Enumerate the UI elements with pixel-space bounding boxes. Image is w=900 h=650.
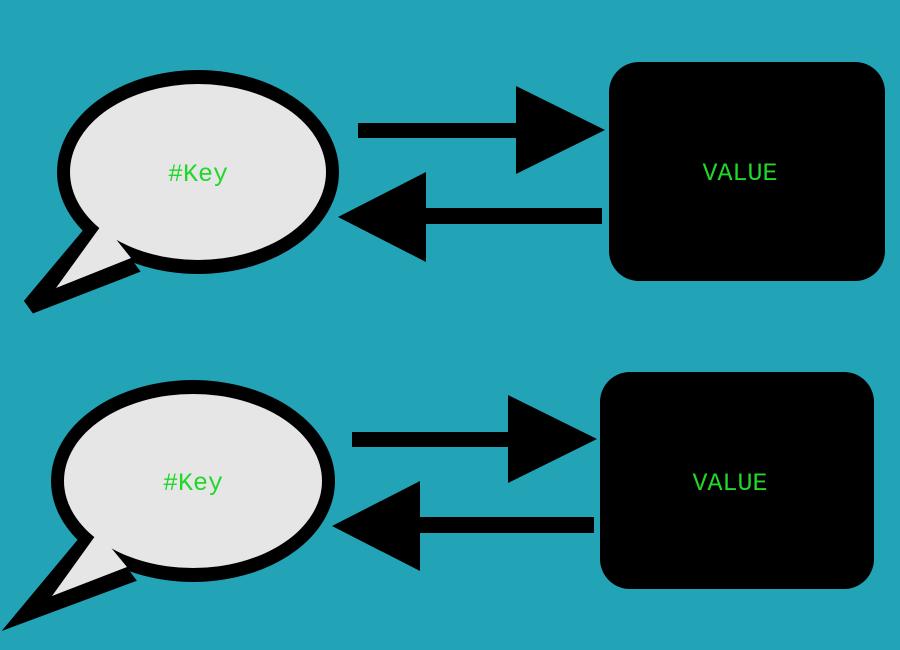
key-label-2: #Key [163, 469, 223, 498]
arrow-left-icon-2 [332, 481, 594, 571]
arrow-right-icon-1 [358, 86, 605, 174]
value-label-2: VALUE [692, 469, 767, 498]
key-label-1: #Key [168, 160, 228, 189]
speech-bubble-body [64, 394, 322, 568]
value-box-2 [600, 372, 874, 589]
speech-bubble-tail-fill [56, 223, 131, 288]
speech-bubble-body [70, 84, 326, 260]
arrow-left-icon-1 [338, 172, 602, 262]
speech-bubble-icon-2: #Key [1, 380, 335, 631]
speech-bubble-tail-fill [52, 532, 127, 596]
value-box-1 [609, 62, 885, 281]
key-value-pair-2: #Key VALUE [1, 372, 874, 631]
speech-bubble-icon-1: #Key [23, 70, 339, 314]
key-value-pair-1: #Key VALUE [23, 62, 885, 314]
arrow-right-icon-2 [352, 395, 597, 483]
value-label-1: VALUE [702, 159, 777, 188]
